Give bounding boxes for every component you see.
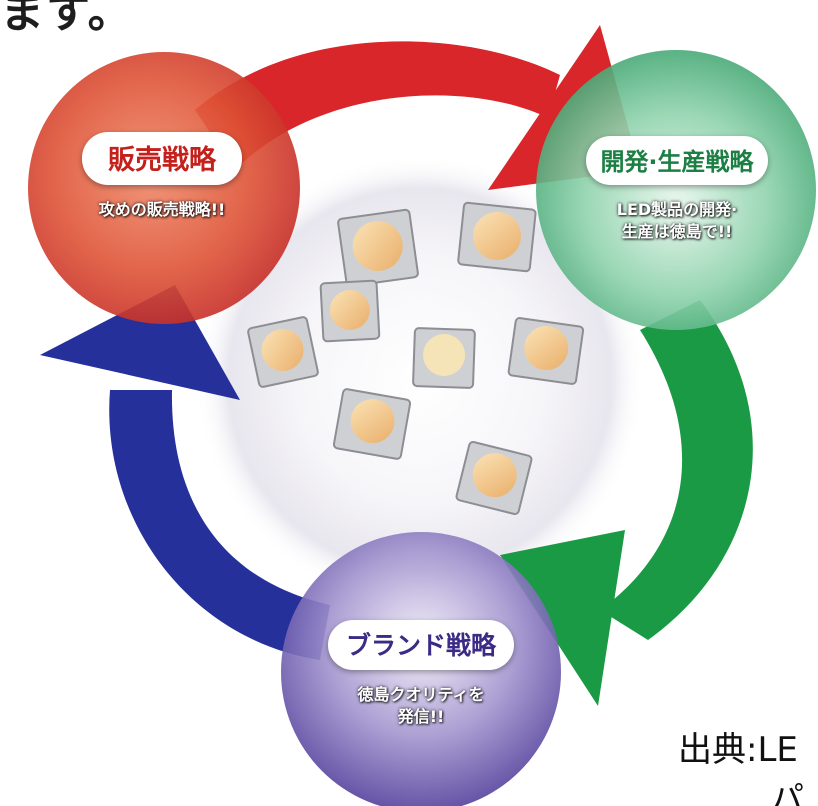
source-citation-line-1: 出典:LE bbox=[678, 730, 798, 770]
source-citation-line-2: パ bbox=[770, 780, 804, 806]
development-strategy-title: 開発·生産戦略 bbox=[586, 136, 768, 185]
development-circle bbox=[536, 50, 816, 330]
brand-strategy-title: ブランド戦略 bbox=[327, 620, 514, 670]
development-strategy-description: LED製品の開発· 生産は徳島で!! bbox=[616, 200, 738, 241]
led-chip-icon bbox=[412, 327, 476, 389]
brand-strategy-label-group: ブランド戦略 徳島クオリティを 発信!! bbox=[301, 620, 541, 728]
led-chip-icon bbox=[457, 201, 537, 273]
led-chip-icon bbox=[455, 440, 533, 516]
green-cycle-arrow bbox=[500, 300, 753, 706]
sales-strategy-description: 攻めの販売戦略!! bbox=[98, 200, 226, 219]
sales-strategy-label-group: 販売戦略 攻めの販売戦略!! bbox=[47, 132, 277, 221]
led-chip-icon bbox=[337, 208, 419, 288]
header-text-fragment: ます。 bbox=[0, 0, 134, 38]
led-chip-icon bbox=[319, 279, 381, 343]
brand-strategy-description: 徳島クオリティを 発信!! bbox=[357, 685, 485, 726]
led-chip-icon bbox=[332, 388, 412, 460]
sales-circle bbox=[28, 52, 300, 324]
sales-strategy-title: 販売戦略 bbox=[82, 132, 242, 185]
development-strategy-label-group: 開発·生産戦略 LED製品の開発· 生産は徳島で!! bbox=[557, 136, 797, 243]
led-chip-icon bbox=[507, 317, 585, 385]
led-chip-icon bbox=[247, 316, 319, 388]
